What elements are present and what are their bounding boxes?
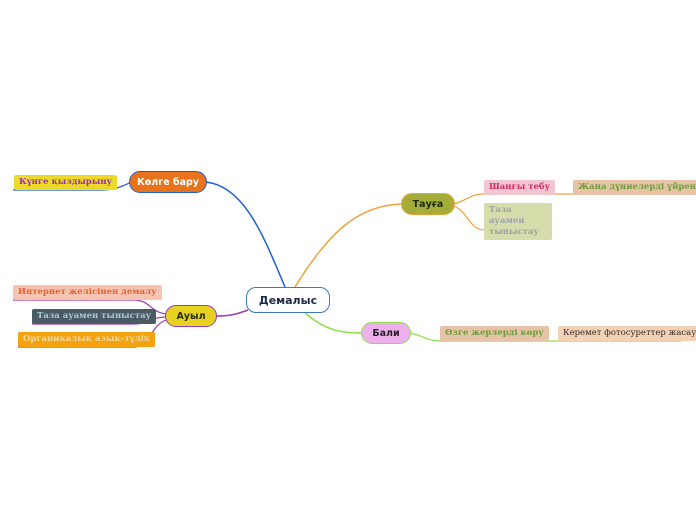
connector-root-kolge	[204, 181, 286, 288]
connector-root-auyl	[215, 309, 249, 317]
connector-tauga-shangy	[453, 193, 543, 205]
leaf-node-taza1[interactable]: Таза ауамен тыныстау	[484, 203, 552, 240]
leaf-node-label: Жаңа дүниелерді үйрену	[578, 182, 696, 192]
leaf-node-internet[interactable]: Интернет желісінен демалу	[13, 285, 162, 300]
leaf-node-label: Таза ауамен тыныстау	[489, 205, 539, 237]
connector-bali-ozge	[409, 332, 528, 342]
leaf-node-label: Интернет желісінен демалу	[18, 287, 157, 297]
connector-tauga-taza1	[453, 205, 552, 231]
leaf-node-ozge[interactable]: Өзге жерлерді көру	[440, 326, 549, 341]
leaf-node-label: Шаңғы тебу	[489, 182, 551, 192]
connector-auyl-internet	[13, 299, 167, 315]
branch-node-label: Тауға	[412, 198, 444, 210]
branch-node-label: Ауыл	[176, 310, 206, 322]
root-node-demalys[interactable]: Демалыс	[246, 287, 330, 313]
leaf-node-label: Керемет фотосуреттер жасау	[563, 328, 696, 338]
branch-node-auyl[interactable]: Ауыл	[165, 305, 217, 327]
leaf-node-organ[interactable]: Органикалық азық-түлік	[18, 332, 155, 347]
leaf-node-shangy[interactable]: Шаңғы тебу	[484, 180, 556, 195]
leaf-node-zhana[interactable]: Жаңа дүниелерді үйрену	[573, 180, 696, 195]
leaf-node-keremet[interactable]: Керемет фотосуреттер жасау	[558, 326, 696, 341]
connector-root-tauga	[294, 203, 403, 288]
branch-node-bali[interactable]: Бали	[361, 322, 411, 344]
leaf-node-label: Органикалық азық-түлік	[23, 334, 150, 344]
branch-node-kolge[interactable]: Көлге бару	[129, 171, 207, 193]
connector-root-bali	[304, 312, 363, 334]
branch-node-tauga[interactable]: Тауға	[401, 193, 455, 215]
branch-node-label: Бали	[372, 327, 400, 339]
leaf-node-taza2[interactable]: Таза ауамен тыныстау	[32, 309, 157, 324]
root-node-label: Демалыс	[258, 293, 318, 307]
leaf-node-label: Өзге жерлерді көру	[445, 328, 544, 338]
leaf-node-kun[interactable]: Күнге қыздырыну	[14, 175, 118, 190]
leaf-node-label: Таза ауамен тыныстау	[37, 311, 152, 321]
leaf-node-label: Күнге қыздырыну	[19, 177, 113, 187]
branch-node-label: Көлге бару	[136, 176, 199, 188]
